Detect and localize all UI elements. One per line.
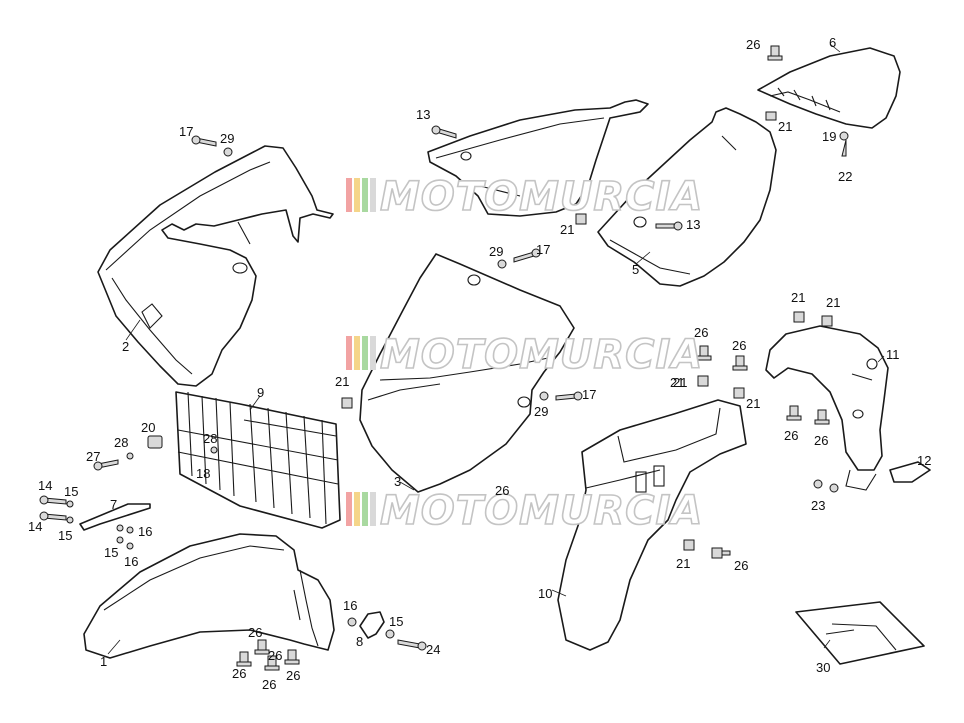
callout-label: 24: [426, 642, 440, 657]
callout-label: 3: [394, 474, 401, 489]
callout-label: 21: [791, 290, 805, 305]
callout-label: 16: [343, 598, 357, 613]
callout-label: 16: [124, 554, 138, 569]
callout-label: 12: [917, 453, 931, 468]
callout-label: 11: [886, 347, 900, 362]
watermark-stripe-red: [346, 336, 352, 370]
part-rear-mudguard: [557, 399, 747, 651]
callout-label: 21: [746, 396, 760, 411]
callout-label: 17: [536, 242, 550, 257]
watermark-2: MOTOMURCIA: [346, 331, 703, 379]
part-bracket-12: [889, 461, 931, 483]
callout-label: 26: [495, 483, 509, 498]
callout-label: 9: [257, 385, 264, 400]
callout-label: 10: [538, 586, 552, 601]
callout-label: 17: [582, 387, 596, 402]
callout-label: 16: [138, 524, 152, 539]
callout-label: 30: [816, 660, 830, 675]
callout-label: 26: [268, 648, 282, 663]
callout-label: 28: [203, 431, 217, 446]
leader-lines: [107, 43, 885, 655]
callout-label: 26: [746, 37, 760, 52]
callout-label: 21: [673, 375, 687, 390]
callout-label: 26: [734, 558, 748, 573]
callout-label: 6: [829, 35, 836, 50]
callout-label: 21: [670, 375, 684, 390]
callout-label: 2: [122, 339, 129, 354]
callout-label: 26: [694, 325, 708, 340]
part-decal-sheet: [795, 601, 925, 665]
part-clamp-8: [359, 611, 385, 639]
part-radiator-grille: [175, 391, 341, 529]
callout-label: 21: [560, 222, 574, 237]
watermark-stripe-green: [362, 178, 368, 212]
callout-label: 15: [104, 545, 118, 560]
callout-label: 26: [732, 338, 746, 353]
watermark-text: MOTOMURCIA: [380, 332, 703, 378]
callout-label: 21: [826, 295, 840, 310]
callout-label: 14: [38, 478, 52, 493]
callout-label: 13: [416, 107, 430, 122]
callout-label: 8: [356, 634, 363, 649]
callout-label: 20: [141, 420, 155, 435]
callout-label: 28: [114, 435, 128, 450]
watermark-stripe-yellow: [354, 492, 360, 526]
callout-label: 17: [179, 124, 193, 139]
callout-label: 13: [686, 217, 700, 232]
callout-label: 14: [28, 519, 42, 534]
hardware-fasteners: [39, 45, 849, 671]
callout-label: 26: [814, 433, 828, 448]
callout-label: 29: [534, 404, 548, 419]
watermark-1: MOTOMURCIA: [346, 173, 703, 221]
watermark-stripe-green: [362, 336, 368, 370]
watermark-text: MOTOMURCIA: [380, 174, 703, 220]
part-clip-20: [147, 435, 163, 449]
watermark-stripe-yellow: [354, 336, 360, 370]
callout-label: 19: [822, 129, 836, 144]
watermark-stripe-grey: [370, 336, 376, 370]
watermark-3: MOTOMURCIA: [346, 487, 703, 535]
callout-label: 15: [58, 528, 72, 543]
callout-label: 7: [110, 497, 117, 512]
callout-label: 26: [248, 625, 262, 640]
callout-label: 26: [232, 666, 246, 681]
callout-label: 22: [838, 169, 852, 184]
part-rear-fender-bracket: [765, 325, 889, 491]
callout-label: 15: [389, 614, 403, 629]
callout-label: 26: [262, 677, 276, 692]
part-front-fender: [83, 533, 335, 659]
watermark-stripe-red: [346, 178, 352, 212]
part-upper-tail-left: [427, 99, 649, 217]
watermark-stripe-yellow: [354, 178, 360, 212]
part-rear-side-panel: [597, 107, 777, 287]
part-tail-seat: [757, 47, 901, 129]
watermark-stripe-grey: [370, 178, 376, 212]
callout-label: 26: [784, 428, 798, 443]
callout-label: 15: [64, 484, 78, 499]
callout-label: 21: [676, 556, 690, 571]
watermark-stripe-green: [362, 492, 368, 526]
callout-label: 23: [811, 498, 825, 513]
callout-label: 29: [489, 244, 503, 259]
callout-label: 27: [86, 449, 100, 464]
watermark-stripe-red: [346, 492, 352, 526]
callout-label: 1: [100, 654, 107, 669]
callout-label: 5: [632, 262, 639, 277]
callout-labels: 26 6 21 19 22 13 17 29 21 13 5 29 17 2 2…: [28, 35, 931, 692]
callout-label: 21: [335, 374, 349, 389]
part-left-side-cover: [97, 145, 334, 387]
callout-label: 18: [196, 466, 210, 481]
part-bracket-7: [79, 503, 151, 531]
callout-label: 26: [286, 668, 300, 683]
watermark-text: MOTOMURCIA: [380, 488, 703, 534]
callout-label: 21: [778, 119, 792, 134]
watermark-stripe-grey: [370, 492, 376, 526]
callout-label: 29: [220, 131, 234, 146]
